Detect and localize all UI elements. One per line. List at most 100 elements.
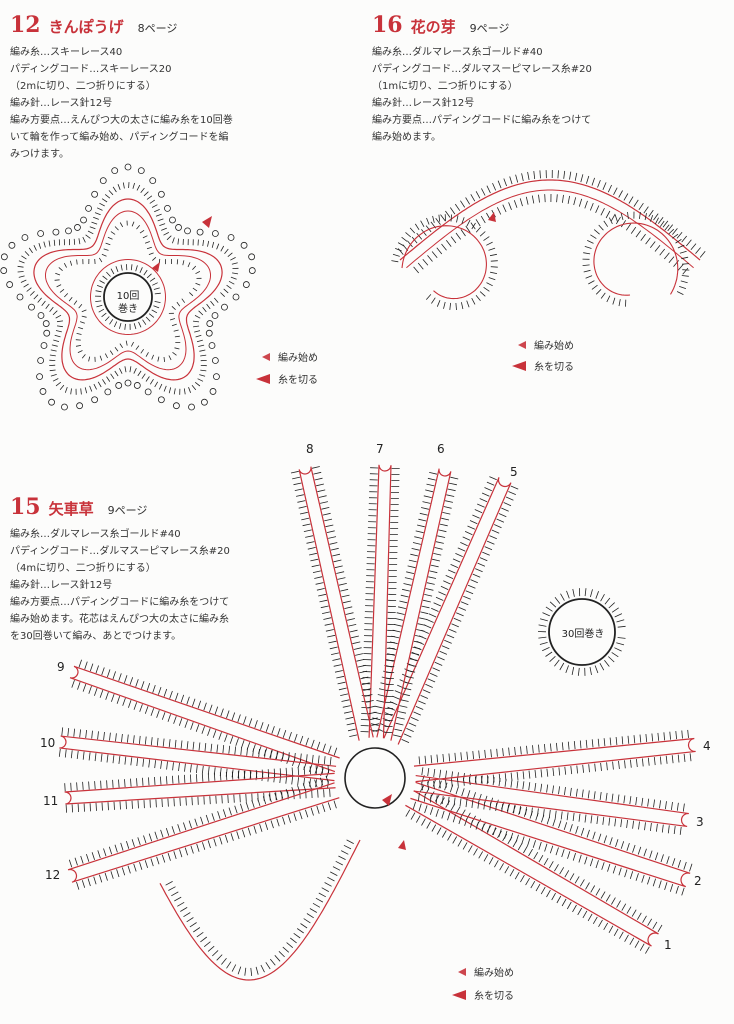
flower-stitches [54,220,202,362]
legend-label: 糸を切る [278,375,318,386]
pattern-15-title: 矢車草 [48,500,94,518]
picot [211,230,219,237]
instruction-line: 編み方要点…パディングコードに編み糸をつけて [10,597,230,608]
right-curl-cord [593,222,679,296]
picot [221,303,228,311]
picot [37,357,45,364]
flower-cord-outline [33,198,223,381]
picot [76,402,83,410]
petal-stitches [61,727,332,765]
picot [205,329,213,337]
petal-stitches [421,767,685,812]
ring-cord [89,258,166,336]
picot [157,396,165,404]
picot [40,342,48,349]
pattern-12-coil-label: 10回 巻き [116,291,140,315]
legend-label: 編み始め [534,341,574,352]
picot [248,253,256,261]
petal-stitches [412,801,685,896]
left-curl-cord [401,225,487,300]
pattern-12-header: 12 きんぽうげ 8ページ [10,12,233,38]
cut-arrow-icon [256,373,270,384]
picot [169,216,176,224]
petal-number-6: 6 [437,442,445,456]
pattern-12-title: きんぽうげ [48,18,124,36]
legend-label: 編み始め [278,353,318,364]
picot [208,342,216,349]
pattern-12-legend-start: 編み始め [262,349,318,364]
instruction-line: 編み糸…ダルマレース糸ゴールド#40 [10,529,181,540]
petal-cord [410,781,691,888]
stem-cord [159,839,361,981]
bud-cord [406,189,694,269]
picot [80,216,87,224]
picot [211,357,219,364]
petal-stitches [377,476,497,733]
petal-cord [69,665,340,773]
petal-stitches [405,809,650,954]
instruction-line: パディングコード…スキーレース20 [10,64,172,75]
instruction-line: （4mに切り、二つ折りにする） [10,563,156,574]
picot [149,177,157,185]
bud-cord [399,179,701,261]
petal-stitches [78,659,338,756]
picot [91,190,99,198]
start-arrow-icon [262,352,270,361]
petal-cord [413,737,696,783]
petal-cord [368,464,392,739]
picot [48,398,55,406]
petal-cord [413,774,689,828]
picot [74,224,81,231]
petal-stitches [68,775,329,868]
start-arrow-icon [398,840,406,850]
pattern-16-number: 16 [372,12,403,38]
petal-stitches [311,466,381,732]
picot [213,373,220,381]
flower-center-ring [344,747,406,809]
picot [240,241,248,249]
petal-number-2: 2 [694,874,702,888]
picot [164,204,171,212]
instruction-line: 編み方要点…パディングコードに編み糸をつけて [372,115,592,126]
picot [124,379,132,387]
pattern-16-legend-cut: 糸を切る [512,358,574,373]
picot [111,167,119,175]
flower-stitches [17,182,239,395]
picot [91,396,99,404]
petal-stitches [64,764,329,792]
pattern-16-instructions: 編み糸…ダルマレース糸ゴールド#40 パディングコード…ダルマスーピマレース糸#… [372,44,592,146]
picot [184,227,191,235]
picot [65,227,72,235]
instruction-line: （2mに切り、二つ折りにする） [10,81,156,92]
pattern-16-legend-start: 編み始め [518,337,574,352]
petal-stitches [360,467,379,733]
picot [39,388,47,395]
petal-number-9: 9 [57,660,65,674]
picot [99,177,107,185]
petal-cord [376,468,452,741]
petal-stitches [418,792,682,835]
instruction-line: いて輪を作って編み始め、パディングコードを編 [10,132,229,143]
picot [157,190,165,198]
pattern-12-block: 12 きんぽうげ 8ページ 編み糸…スキーレース40 パディングコード…スキーレ… [10,12,233,163]
petal-number-11: 11 [43,794,59,808]
picot [0,253,8,261]
bud-stitches [413,193,689,275]
legend-label: 糸を切る [474,991,514,1002]
picot [137,167,145,175]
instruction-line: 編み針…レース針12号 [372,98,475,109]
pattern-15-page: 9ページ [107,504,148,517]
petal-number-4: 4 [703,739,711,753]
petal-stitches [65,788,331,813]
picot [175,224,182,231]
petal-stitches [369,472,438,732]
petal-cord [298,466,374,741]
instruction-line: パディングコード…ダルマスーピマレース糸#20 [372,64,592,75]
picot [232,293,240,301]
picot [242,281,250,288]
ring-stitches [94,264,161,330]
petal-stitches [384,468,400,733]
picot [206,320,214,327]
pattern-12-instructions: 編み糸…スキーレース40 パディングコード…スキーレース20 （2mに切り、二つ… [10,44,233,163]
